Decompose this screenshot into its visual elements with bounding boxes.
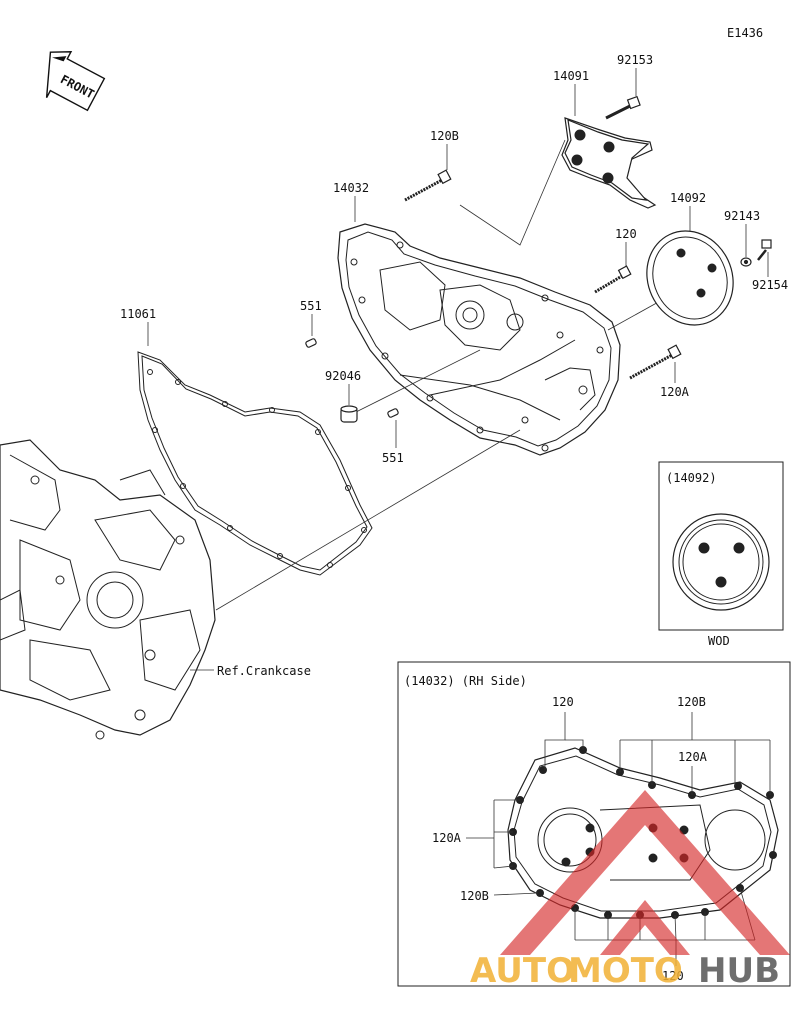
dowel-pin-551-lower <box>387 408 399 418</box>
label-11061: 11061 <box>120 307 156 321</box>
label-14032: 14032 <box>333 181 369 195</box>
clutch-cover-14032 <box>337 223 621 456</box>
label-120A: 120A <box>660 385 690 399</box>
label-92154: 92154 <box>752 278 788 292</box>
bolt-92153 <box>605 95 641 120</box>
label-551-lower: 551 <box>382 451 404 465</box>
front-direction-arrow: FRONT <box>45 51 106 112</box>
watermark-hub: HUB <box>698 951 780 991</box>
bolt-120 <box>594 265 632 294</box>
assembly-line-14091 <box>459 139 566 246</box>
inset-label-120A-mid: 120A <box>678 750 708 764</box>
assembly-line-92046 <box>349 349 481 416</box>
bolt-92154 <box>757 239 772 261</box>
dowel-pin-551-upper <box>305 338 317 348</box>
watermark-auto: AUTO <box>470 951 575 991</box>
crankcase-illustration <box>0 439 216 740</box>
assembly-line-crankcase <box>215 429 521 611</box>
inset-14032-title: (14032) (RH Side) <box>404 674 527 688</box>
inset-14092-caption: WOD <box>708 634 730 648</box>
label-14092: 14092 <box>670 191 706 205</box>
inset-label-120B-left: 120B <box>460 889 489 903</box>
gasket-11061 <box>137 351 373 576</box>
label-ref-crankcase: Ref.Crankcase <box>217 664 311 678</box>
label-551-upper: 551 <box>300 299 322 313</box>
bolt-120A <box>629 344 682 380</box>
bolt-120B-top <box>404 169 452 202</box>
inset-14092-title: (14092) <box>666 471 717 485</box>
label-120B-top: 120B <box>430 129 459 143</box>
watermark-logo: AUTO MOTO HUB <box>470 790 790 991</box>
inset-14092-panel: (14092) WOD <box>658 461 784 648</box>
cover-disc-14092 <box>646 230 734 326</box>
bracket-14091 <box>561 117 657 209</box>
washer-92143 <box>740 257 752 267</box>
label-120: 120 <box>615 227 637 241</box>
diagram-ref-code: E1436 <box>727 26 763 40</box>
label-92143: 92143 <box>724 209 760 223</box>
watermark-moto: MOTO <box>568 951 683 991</box>
inset-label-120A-left: 120A <box>432 831 462 845</box>
inset-label-120-bottom: 120 <box>662 969 684 983</box>
bushing-92046 <box>340 405 358 423</box>
label-92046: 92046 <box>325 369 361 383</box>
inset-14032-rh-panel: (14032) (RH Side) 120 120B 120A <box>397 661 791 987</box>
label-92153: 92153 <box>617 53 653 67</box>
inset-label-120B-top: 120B <box>677 695 706 709</box>
inset-label-120-top: 120 <box>552 695 574 709</box>
label-14091: 14091 <box>553 69 589 83</box>
